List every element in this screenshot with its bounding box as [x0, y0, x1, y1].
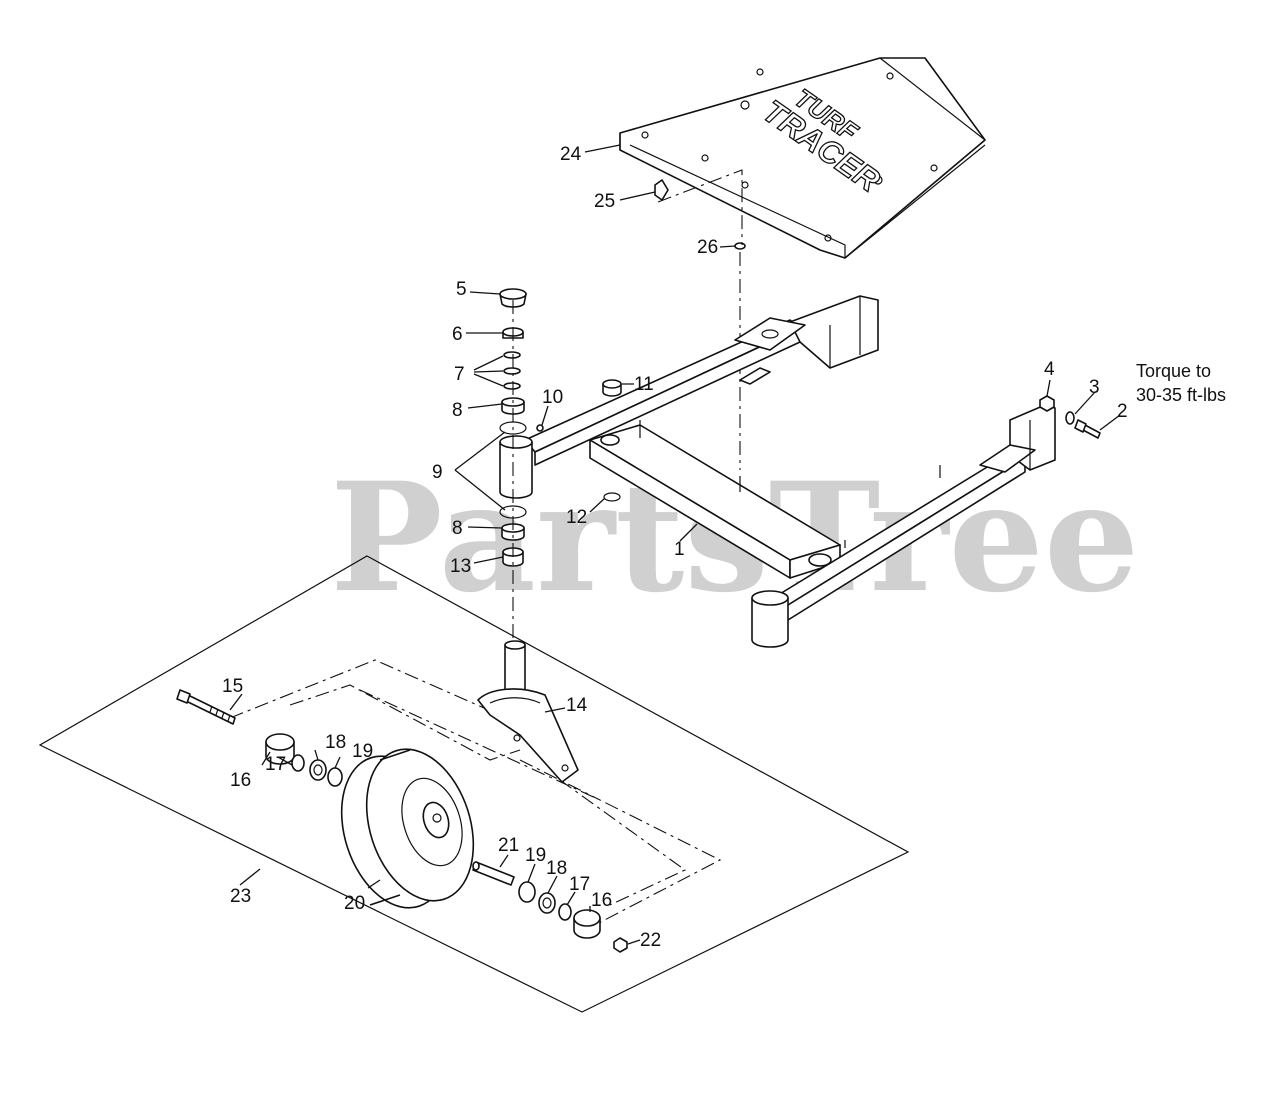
- callout-13[interactable]: 13: [450, 556, 471, 577]
- callout-9[interactable]: 9: [432, 462, 443, 483]
- callout-26[interactable]: 26: [697, 237, 718, 258]
- spacer-tube-21[interactable]: [472, 861, 515, 886]
- washers-7[interactable]: [503, 351, 521, 390]
- callout-10[interactable]: 10: [542, 387, 563, 408]
- assembly-23-outline: [38, 555, 910, 1013]
- caster-fork-14[interactable]: [477, 640, 579, 783]
- snap-ring-12[interactable]: [603, 492, 621, 502]
- callout-12[interactable]: 12: [566, 507, 587, 528]
- callout-16-right[interactable]: 16: [591, 890, 612, 911]
- callout-6[interactable]: 6: [452, 324, 463, 345]
- callout-4[interactable]: 4: [1044, 359, 1055, 380]
- bushing-17-right[interactable]: [558, 903, 572, 921]
- callout-1[interactable]: 1: [674, 539, 685, 560]
- bushing-17-left[interactable]: [291, 754, 305, 772]
- callout-11[interactable]: 11: [634, 374, 654, 395]
- callout-8-lower[interactable]: 8: [452, 518, 463, 539]
- washer-3[interactable]: [1065, 411, 1075, 425]
- nut-4[interactable]: [1039, 395, 1055, 412]
- bearing-19-left[interactable]: [327, 767, 343, 787]
- torque-note-line2: 30-35 ft-lbs: [1136, 385, 1226, 405]
- callout-22[interactable]: 22: [640, 930, 661, 951]
- nut-22[interactable]: [613, 937, 628, 953]
- callout-18-right[interactable]: 18: [546, 858, 567, 879]
- callout-15[interactable]: 15: [222, 676, 243, 697]
- dust-cap-5[interactable]: [499, 288, 527, 308]
- callout-8-upper[interactable]: 8: [452, 400, 463, 421]
- callout-17-right[interactable]: 17: [569, 874, 590, 895]
- bearing-8-upper[interactable]: [501, 397, 525, 415]
- wheel-20[interactable]: [323, 735, 491, 921]
- nut-26[interactable]: [734, 242, 746, 250]
- callout-3[interactable]: 3: [1089, 377, 1100, 398]
- callout-18-left[interactable]: 18: [325, 732, 346, 753]
- callout-21[interactable]: 21: [498, 835, 519, 856]
- clip-25[interactable]: [654, 179, 669, 201]
- cover-plate-24[interactable]: TURF TRACER: [619, 57, 986, 259]
- bolt-15[interactable]: [176, 689, 236, 725]
- callout-2[interactable]: 2: [1117, 401, 1128, 422]
- bushing-11[interactable]: [602, 379, 622, 397]
- seal-18-left[interactable]: [309, 759, 327, 781]
- callout-19-left[interactable]: 19: [352, 741, 373, 762]
- callout-5[interactable]: 5: [456, 279, 467, 300]
- grease-fitting-10[interactable]: [536, 424, 544, 432]
- callout-16-left[interactable]: 16: [230, 770, 251, 791]
- callout-20[interactable]: 20: [344, 893, 365, 914]
- callout-7[interactable]: 7: [454, 364, 465, 385]
- callout-23[interactable]: 23: [230, 886, 251, 907]
- callout-14[interactable]: 14: [566, 695, 588, 716]
- seal-18-right[interactable]: [538, 892, 556, 914]
- callout-24[interactable]: 24: [560, 144, 582, 165]
- torque-note-line1: Torque to: [1136, 361, 1211, 381]
- spacer-16-right[interactable]: [573, 909, 601, 939]
- callout-19-right[interactable]: 19: [525, 845, 546, 866]
- bearing-19-right[interactable]: [518, 881, 536, 903]
- bolt-2[interactable]: [1074, 419, 1101, 439]
- callout-17-left[interactable]: 17: [265, 754, 286, 775]
- front-frame-1[interactable]: [499, 295, 1056, 648]
- callout-25[interactable]: 25: [594, 191, 615, 212]
